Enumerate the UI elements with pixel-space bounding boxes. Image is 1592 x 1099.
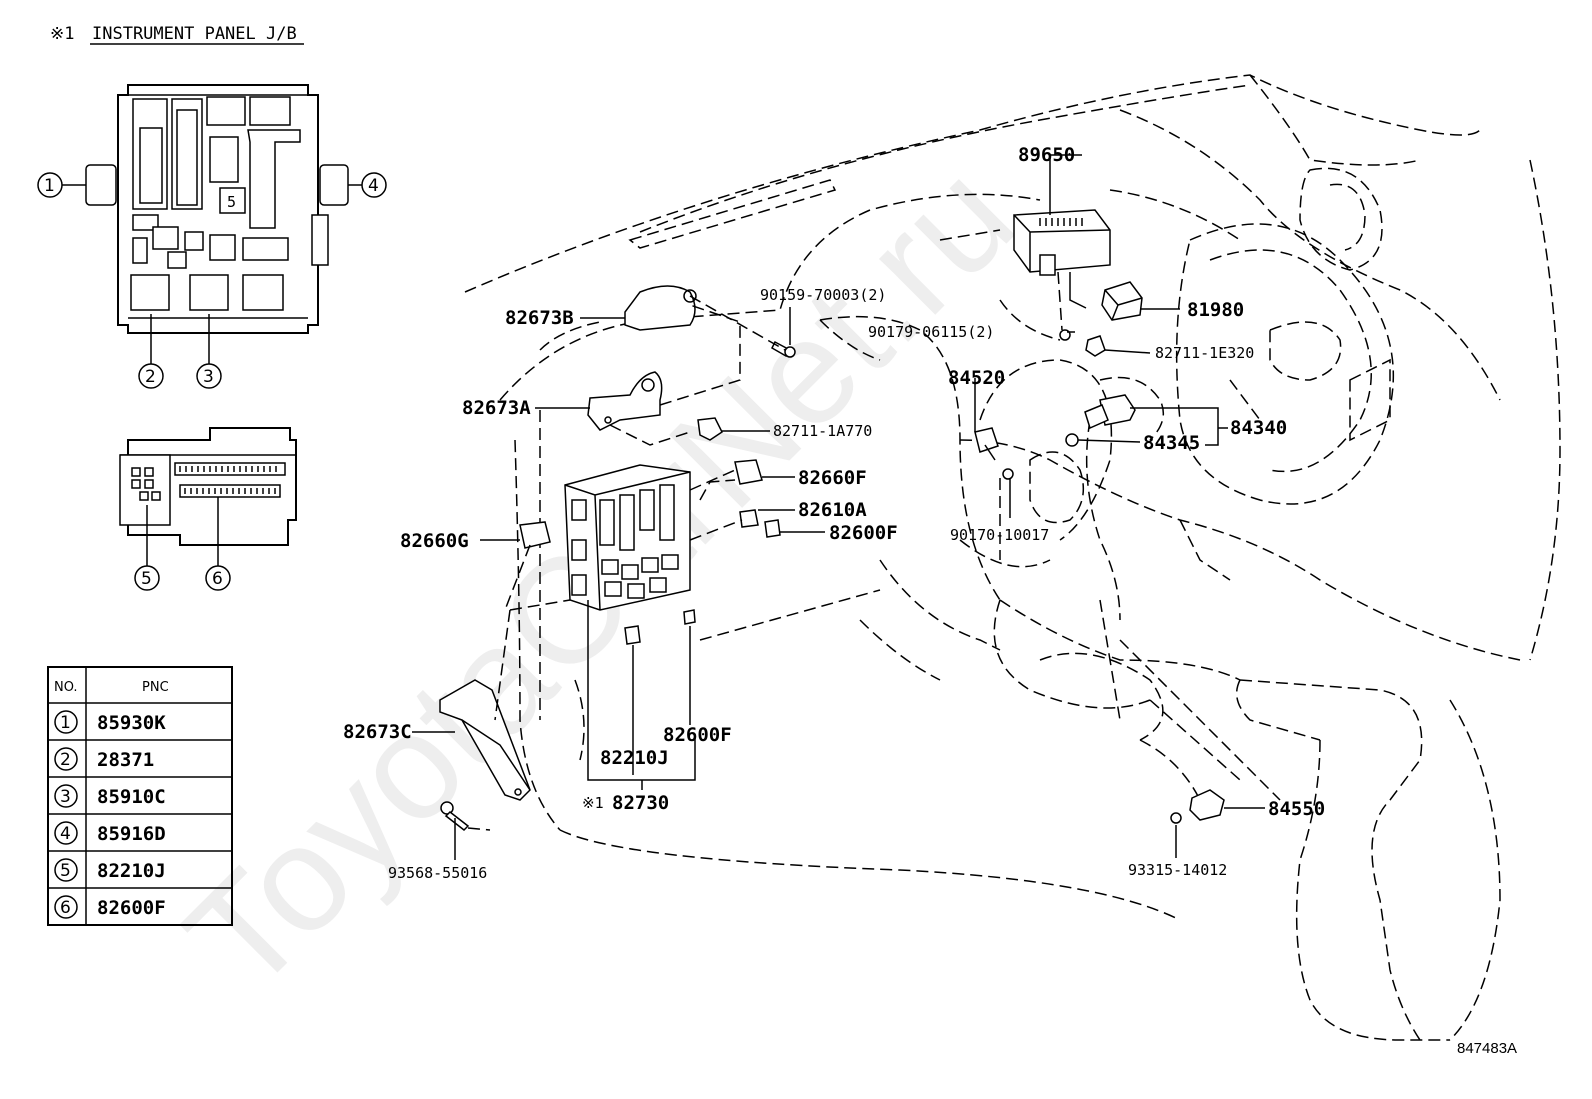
label-82730-mark: ※1 — [582, 794, 604, 812]
dashboard-outline — [464, 74, 1561, 1041]
svg-text:5: 5 — [227, 193, 236, 211]
jb-callout-2: 2 — [138, 314, 164, 389]
table-row-pnc: 85916D — [97, 823, 166, 845]
label-93315-14012: 93315-14012 — [1128, 861, 1227, 879]
part-89650-ecu — [1013, 209, 1111, 309]
label-93568-55016: 93568-55016 — [388, 864, 487, 882]
table-row-no: 5 — [60, 861, 71, 881]
svg-text:1: 1 — [44, 176, 55, 196]
table-row-no: 4 — [60, 824, 71, 844]
jb-top-view: 5 — [85, 84, 349, 334]
table-row-pnc: 85930K — [97, 712, 166, 734]
table-row-no: 3 — [60, 787, 71, 807]
diagram-id: 847483A — [1457, 1040, 1517, 1057]
label-82660F: 82660F — [798, 467, 867, 489]
part-84520 — [974, 427, 1014, 480]
label-84520: 84520 — [948, 367, 1005, 389]
part-82600F-small — [683, 609, 696, 625]
title-mark: ※1 — [50, 24, 74, 44]
svg-text:6: 6 — [212, 569, 223, 589]
svg-text:5: 5 — [141, 569, 152, 589]
label-84340: 84340 — [1230, 417, 1287, 439]
part-82610A — [739, 509, 759, 528]
jb-callout-5: 5 — [134, 505, 160, 591]
part-82673B-bracket — [624, 285, 697, 331]
part-82673C-bracket — [439, 679, 531, 801]
svg-text:3: 3 — [203, 367, 214, 387]
label-82673C: 82673C — [343, 721, 412, 743]
label-84345: 84345 — [1143, 432, 1200, 454]
part-82210J-fuse — [624, 625, 641, 645]
part-82711-1A770 — [697, 417, 723, 441]
label-81980: 81980 — [1187, 299, 1244, 321]
part-82730-junction-block — [564, 464, 691, 611]
table-row-pnc: 28371 — [97, 749, 154, 771]
table-header-pnc: PNC — [142, 680, 169, 695]
jb-side-view — [119, 427, 297, 546]
table-row-pnc: 82210J — [97, 860, 166, 882]
label-82610A: 82610A — [798, 499, 867, 521]
pnc-table: NO. PNC 1 85930K 2 28371 3 85910C 4 8591… — [47, 666, 233, 926]
label-82711-1E320: 82711-1E320 — [1155, 344, 1254, 362]
part-81980 — [1101, 281, 1143, 321]
jb-callout-6: 6 — [205, 497, 231, 591]
page-title: INSTRUMENT PANEL J/B — [92, 24, 297, 44]
label-82673A: 82673A — [462, 397, 531, 419]
table-row-no: 2 — [60, 750, 71, 770]
label-82600F-top: 82600F — [829, 522, 898, 544]
label-89650: 89650 — [1018, 144, 1075, 166]
label-82600F-bottom: 82600F — [663, 724, 732, 746]
label-82660G: 82660G — [400, 530, 469, 552]
table-row-pnc: 82600F — [97, 897, 166, 919]
label-90170-10017: 90170-10017 — [950, 526, 1049, 544]
part-84550 — [1170, 789, 1225, 824]
part-82660G-relay — [519, 521, 551, 549]
part-93568-screw — [440, 801, 470, 831]
part-82673A-bracket — [587, 371, 663, 431]
jb-callout-3: 3 — [196, 314, 222, 389]
table-row-no: 6 — [60, 898, 71, 918]
part-82711-1E320 — [1085, 335, 1106, 357]
table-row-pnc: 85910C — [97, 786, 166, 808]
label-90179-06115: 90179-06115(2) — [868, 323, 994, 341]
label-90159-70003: 90159-70003(2) — [760, 286, 886, 304]
jb-callout-1: 1 — [37, 172, 86, 198]
leader-lines — [412, 154, 1265, 860]
part-84340-switch — [1065, 394, 1136, 447]
part-82660F-relay — [734, 459, 763, 485]
part-82600F-fuse — [764, 519, 781, 538]
label-82210J: 82210J — [600, 747, 669, 769]
table-row-no: 1 — [60, 713, 71, 733]
jb-callout-4: 4 — [348, 172, 387, 198]
label-82711-1A770: 82711-1A770 — [773, 422, 872, 440]
label-82673B: 82673B — [505, 307, 574, 329]
table-header-no: NO. — [54, 680, 78, 695]
svg-text:2: 2 — [145, 367, 156, 387]
label-84550: 84550 — [1268, 798, 1325, 820]
svg-text:4: 4 — [368, 176, 379, 196]
label-82730: 82730 — [612, 792, 669, 814]
